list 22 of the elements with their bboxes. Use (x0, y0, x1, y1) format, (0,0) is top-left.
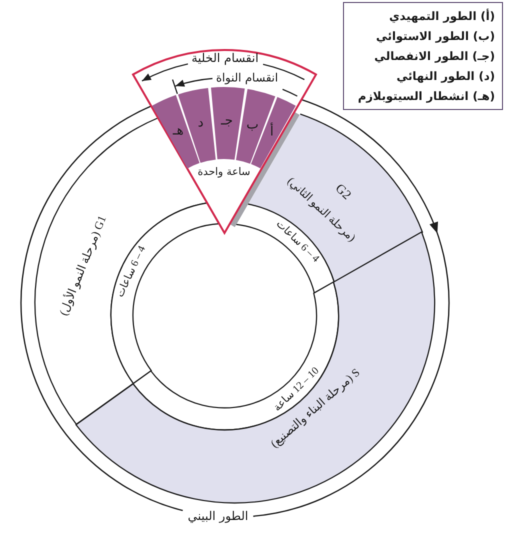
span-label: انقسام الخلية (191, 52, 259, 66)
sector-letter: جـ (221, 114, 233, 130)
phase-label: G1 (مرحلة النمو الأول) (58, 214, 110, 318)
duration-label: 4 – 6 ساعات (114, 245, 149, 300)
span-label: انقسام النواة (216, 71, 278, 85)
key-box (343, 2, 503, 110)
sector-letter: هـ (172, 124, 184, 140)
phase-code: G2 (332, 181, 354, 203)
duration-ring-segment (109, 201, 221, 386)
key-entry: (ب) الطور الاستوائي (376, 28, 495, 45)
key-entry: (د) الطور النهائي (396, 68, 495, 85)
key-entry: (هـ) انشطار السيتوبلازم (358, 88, 495, 105)
key-entry: (جـ) الطور الانفصالي (374, 48, 495, 65)
duration-label: ساعة واحدة (198, 166, 250, 178)
key-entry: (أ) الطور التمهيدي (389, 8, 495, 25)
phase-sector (209, 85, 247, 162)
sector-letter: د (198, 117, 204, 132)
phase-sector (234, 86, 278, 166)
duration-label: 4 – 6 ساعات (272, 218, 320, 266)
phase-sector (249, 95, 298, 171)
sector-letter: ب (246, 118, 259, 134)
sector-letter: أ (270, 125, 274, 140)
